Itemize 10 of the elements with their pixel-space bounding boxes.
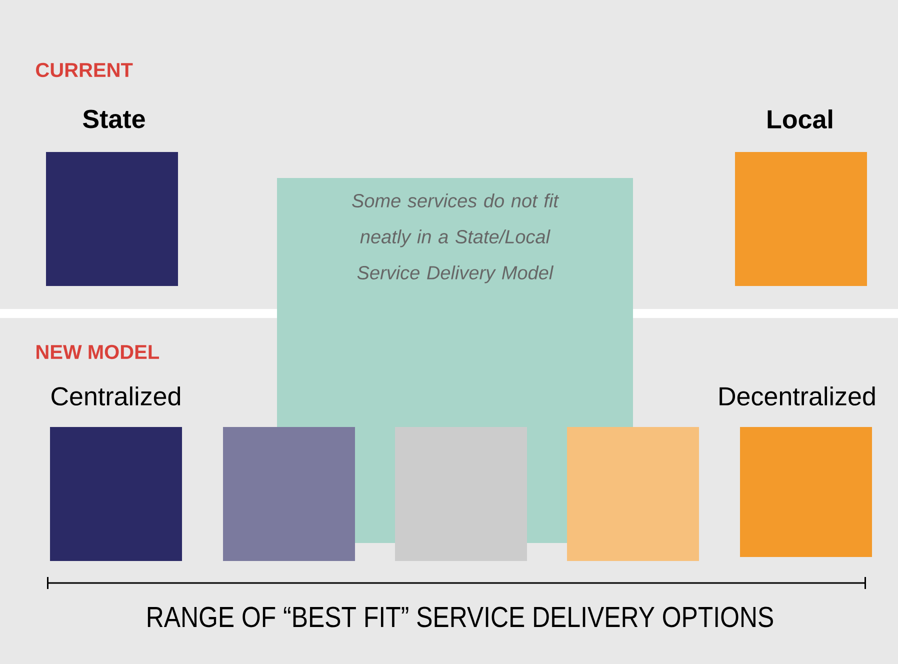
color-square	[395, 427, 527, 561]
column-heading: Centralized	[52, 386, 180, 406]
color-square	[567, 427, 699, 561]
range-caption: RANGE OF “BEST FIT” SERVICE DELIVERY OPTIONS	[148, 606, 773, 628]
column-heading: Decentralized	[720, 386, 875, 406]
section-title: CURRENT	[36, 62, 133, 78]
column-heading: State	[82, 110, 145, 128]
color-square	[223, 427, 355, 561]
section-title: NEW MODEL	[36, 344, 159, 360]
column-heading: Local	[768, 109, 832, 129]
